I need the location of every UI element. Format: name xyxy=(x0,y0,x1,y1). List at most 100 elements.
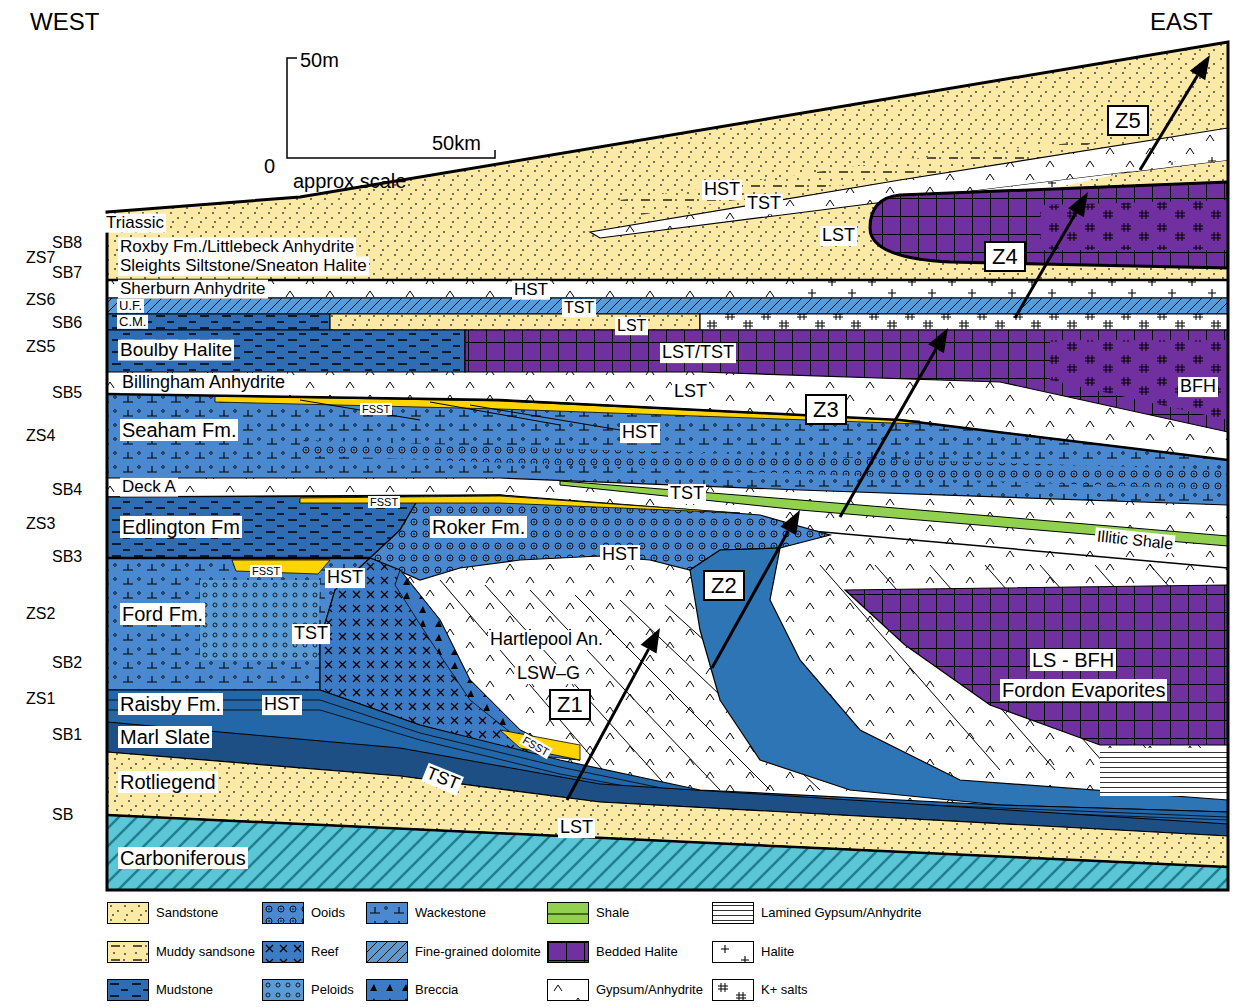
legend-pattern xyxy=(263,942,304,963)
legend-pattern xyxy=(108,942,149,963)
sequence-code: ZS7 xyxy=(26,249,55,267)
layer-name: Ford Fm. xyxy=(120,603,205,625)
legend-pattern xyxy=(548,942,589,963)
legend-text: Wackestone xyxy=(415,906,486,920)
bedding-line xyxy=(470,405,620,430)
rock-texture xyxy=(845,585,1228,745)
legend-swatch xyxy=(712,979,754,1001)
arrow-head xyxy=(928,328,948,353)
cycle-number: Z3 xyxy=(813,397,839,422)
legend-text: Mudstone xyxy=(156,983,213,997)
rock-texture xyxy=(800,281,1228,297)
compass-label: EAST xyxy=(1150,9,1213,35)
rock-body xyxy=(107,394,1228,505)
boundary-code: SB6 xyxy=(52,314,82,332)
layer-name: C.M. xyxy=(117,315,148,329)
sequence-code: ZS2 xyxy=(26,605,55,623)
cycle-number: Z2 xyxy=(711,573,737,598)
scale-label: approx scale xyxy=(293,170,406,192)
legend-swatch xyxy=(547,979,589,1001)
systems-tract: TST xyxy=(562,299,596,317)
rock-texture xyxy=(107,298,1228,314)
layer-name: Deck A xyxy=(120,478,178,497)
boundary-code: SB5 xyxy=(52,384,82,402)
layer-name: Rotliegend xyxy=(118,771,218,793)
boundary-code: SB1 xyxy=(52,726,82,744)
rock-body xyxy=(107,815,1228,890)
rock-body xyxy=(107,298,1228,314)
legend-text: Halite xyxy=(761,945,794,959)
legend-swatch xyxy=(107,941,149,963)
legend-text: Ooids xyxy=(311,906,345,920)
layer-name: Seaham Fm. xyxy=(120,419,238,441)
cycle-number: Z5 xyxy=(1115,108,1141,133)
sequence-code: ZS1 xyxy=(26,690,55,708)
legend-swatch xyxy=(262,979,304,1001)
scale-label: 0 xyxy=(264,155,275,177)
sequence-boundary xyxy=(107,815,1228,867)
legend-pattern xyxy=(108,903,149,924)
boundary-code: SB xyxy=(52,806,73,824)
facies-label: LS - BFH xyxy=(1030,649,1116,671)
rock-body xyxy=(700,314,1228,330)
layer-name: Sleights Siltstone/Sneaton Halite xyxy=(118,257,369,276)
rock-texture xyxy=(107,42,1228,890)
arrow-head xyxy=(1190,55,1210,80)
layer-name: Roxby Fm./Littlebeck Anhydrite xyxy=(118,238,356,257)
legend-pattern xyxy=(713,903,754,924)
legend-swatch xyxy=(366,902,408,924)
legend-text: Fine-grained dolomite xyxy=(415,945,541,959)
systems-tract: HST xyxy=(325,568,365,588)
sequence-code: ZS6 xyxy=(26,291,55,309)
bedding-line xyxy=(300,400,420,420)
systems-tract: TST xyxy=(668,484,706,504)
rock-body xyxy=(107,314,330,330)
rock-body xyxy=(845,585,1228,745)
rock-texture xyxy=(200,580,320,660)
rock-body xyxy=(690,548,1228,812)
rock-texture xyxy=(107,496,420,558)
legend-pattern xyxy=(263,980,304,1001)
halite-lens xyxy=(870,182,1228,268)
legend-text: Gypsum/Anhydrite xyxy=(596,983,703,997)
legend-text: Muddy sandsone xyxy=(156,945,255,959)
cycle-box: Z3 xyxy=(805,394,847,425)
rock-texture xyxy=(107,394,1228,505)
rock-body xyxy=(800,281,1228,297)
layer-name: Raisby Fm. xyxy=(118,693,223,715)
legend-pattern xyxy=(367,942,408,963)
arrow-head xyxy=(780,510,800,535)
legend-swatch xyxy=(547,902,589,924)
legend-text: Bedded Halite xyxy=(596,945,678,959)
legend-text: Reef xyxy=(311,945,338,959)
systems-tract: LST xyxy=(820,226,857,246)
facies-label: Hartlepool An. xyxy=(488,630,605,650)
rock-body xyxy=(215,396,920,424)
strata xyxy=(107,42,1234,890)
systems-tract: TST xyxy=(745,194,783,214)
fsst-label: FSST xyxy=(250,565,282,577)
facies-label: Fordon Evaporites xyxy=(1000,679,1167,701)
boundary-code: SB3 xyxy=(52,548,82,566)
rock-texture xyxy=(107,280,1228,298)
rock-body xyxy=(1100,748,1228,796)
layer-name: U.F. xyxy=(117,299,144,313)
rock-body xyxy=(1050,340,1228,420)
cycle-arrow xyxy=(840,349,936,517)
arrow-head xyxy=(641,628,660,653)
rock-body xyxy=(107,496,420,558)
compass-label: WEST xyxy=(30,9,99,35)
systems-tract: LST/TST xyxy=(660,343,736,363)
legend-swatch xyxy=(712,902,754,924)
rock-body xyxy=(107,330,465,372)
scale-label: 50km xyxy=(432,132,481,154)
sequence-boundary xyxy=(107,279,1228,282)
systems-tract: TST xyxy=(292,624,330,644)
sequence-code: ZS3 xyxy=(26,515,55,533)
rock-texture xyxy=(1100,748,1228,796)
rock-texture xyxy=(215,396,920,424)
fsst-label: FSST xyxy=(360,403,392,415)
legend-text: Sandstone xyxy=(156,906,218,920)
rock-texture xyxy=(690,548,1228,812)
